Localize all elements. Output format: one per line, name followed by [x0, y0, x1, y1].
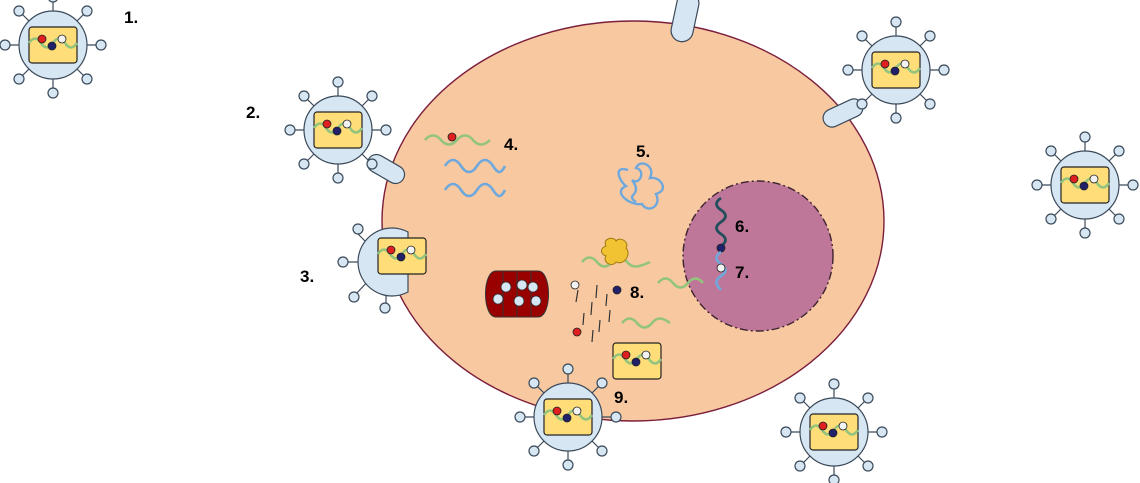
virion-budding: [513, 362, 623, 472]
protein-red-free: [572, 327, 582, 337]
rna-blue-1: [443, 158, 507, 174]
rna-blue-2: [443, 182, 507, 198]
virion-fusing: [337, 223, 428, 314]
virion-released: [779, 377, 889, 483]
step-label-5: 5.: [636, 142, 650, 161]
rna-green-uncoated: [424, 134, 491, 146]
virion-free-1: [0, 0, 108, 100]
protein-navy-nucleus: [716, 243, 726, 253]
step-label-2: 2.: [246, 103, 260, 122]
rna-blue-nucleus: [715, 250, 727, 291]
ribosome: [601, 237, 629, 265]
step-label-1: 1.: [124, 8, 138, 27]
step-label-8: 8.: [630, 283, 644, 302]
virion-free-right: [1030, 130, 1140, 240]
capsid-assembled: [611, 341, 663, 381]
step-label-7: 7.: [735, 263, 749, 282]
rna-green-free: [621, 317, 671, 329]
receptor-top: [670, 0, 700, 43]
rna-green-export: [657, 277, 704, 289]
dna-strand: [715, 196, 727, 248]
step-label-4: 4.: [504, 135, 518, 154]
step-label-9: 9.: [614, 388, 628, 407]
step-label-3: 3.: [300, 267, 314, 286]
nucleus: [682, 180, 834, 332]
protein-red: [447, 132, 457, 142]
virion-near-receptor: [841, 15, 951, 125]
protein-white-nucleus: [716, 263, 726, 273]
step-label-6: 6.: [735, 217, 749, 236]
rna-tangle: [617, 162, 665, 210]
protein-white-free: [570, 280, 580, 290]
peptide-fragments: [575, 284, 611, 343]
protein-navy-free: [612, 285, 622, 295]
virion-attaching: [283, 75, 393, 185]
endoplasmic-reticulum: [485, 270, 549, 318]
